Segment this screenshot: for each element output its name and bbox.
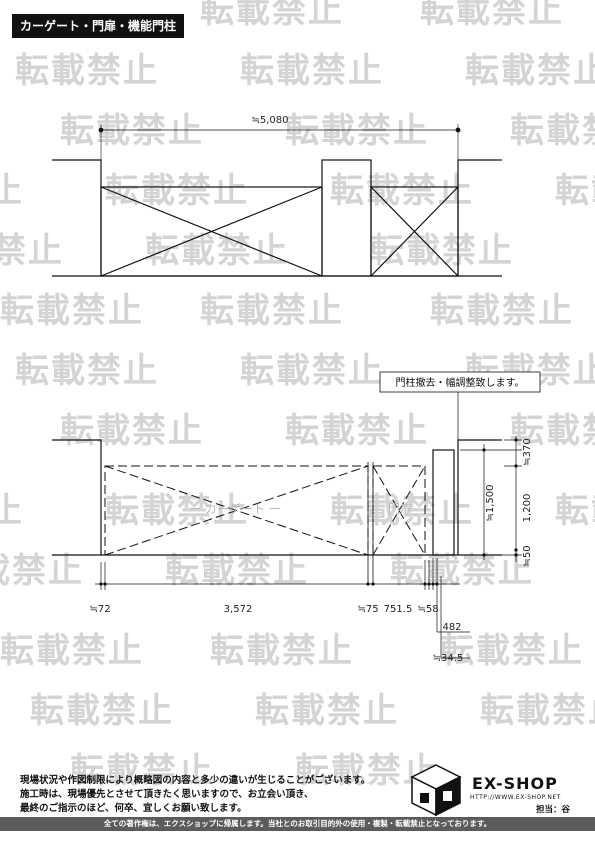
watermark-text: 転載禁止 bbox=[330, 491, 474, 531]
watermark-layer: 転載禁止 転載禁止 転載禁止 転載禁止 転載禁止 転載禁止 転載禁止 転載禁止 … bbox=[0, 0, 595, 791]
dim-1500: ≒1,500 bbox=[485, 484, 496, 521]
watermark-text: 転載禁止 bbox=[240, 351, 384, 391]
copyright-footer: 全ての著作権は、エクスショップに帰属します。当社とのお取引目的外の使用・複製・転… bbox=[0, 817, 595, 831]
dim-overall: ≒5,080 bbox=[251, 115, 288, 126]
top-elevation bbox=[52, 124, 502, 277]
ghost-label-door: 門扉 bbox=[388, 502, 412, 516]
watermark-text: 転載禁止 bbox=[15, 51, 159, 91]
watermark-text: 転載禁止 bbox=[390, 551, 534, 591]
dim-1200: 1,200 bbox=[522, 494, 533, 523]
watermark-text: 転載禁止 bbox=[0, 491, 24, 531]
watermark-text: 転載禁止 bbox=[70, 751, 214, 791]
watermark-text: 転載禁止 bbox=[0, 291, 144, 331]
watermark-text: 転載禁止 bbox=[330, 171, 474, 211]
watermark-text: 転載禁止 bbox=[555, 491, 595, 531]
watermark-text: 転載禁止 bbox=[0, 551, 84, 591]
watermark-text: 転載禁止 bbox=[210, 631, 354, 671]
watermark-text: 転載禁止 bbox=[420, 0, 564, 31]
watermark-text: 転載禁止 bbox=[430, 291, 574, 331]
dim-34-5: ≒34.5 bbox=[433, 653, 464, 664]
dim-482: 482 bbox=[442, 622, 461, 633]
watermark-text: 転載禁止 bbox=[0, 231, 64, 271]
watermark-text: 転載禁止 bbox=[60, 111, 204, 151]
section-title: カーゲート・門扉・機能門柱 bbox=[12, 14, 184, 38]
watermark-text: 転載禁止 bbox=[285, 411, 429, 451]
dim-72: ≒72 bbox=[89, 604, 110, 615]
watermark-text: 転載禁止 bbox=[240, 51, 384, 91]
gate-post bbox=[432, 449, 455, 556]
watermark-text: 転載禁止 bbox=[30, 691, 174, 731]
note-line: 施工時は、現場優先とさせて頂きたく思いますので、お立会い頂き、 bbox=[20, 789, 314, 800]
watermark-text: 転載禁止 bbox=[15, 351, 159, 391]
callout-box bbox=[379, 371, 541, 440]
dim-370: ≒370 bbox=[522, 438, 533, 465]
note-line: 現場状況や作図制限により概略図の内容と多少の違いが生じることがございます。 bbox=[20, 775, 371, 786]
ghost-label-cargate: ー カーゲート ー bbox=[189, 502, 281, 516]
watermark-text: 転載禁止 bbox=[285, 111, 429, 151]
watermark-text: 転載禁止 bbox=[465, 51, 595, 91]
note-line: 最終のご指示のほど、何卒、宜しくお願い致します。 bbox=[20, 803, 247, 814]
vertical-dims bbox=[460, 436, 522, 562]
watermark-text: 転載禁止 bbox=[480, 691, 595, 731]
horizontal-dims bbox=[95, 558, 470, 659]
watermark-text: 転載禁止 bbox=[370, 231, 514, 271]
brand-name: EX-SHOP bbox=[472, 774, 558, 793]
watermark-text: 転載禁止 bbox=[510, 111, 595, 151]
watermark-text: 転載禁止 bbox=[0, 171, 24, 211]
watermark-text: 転載禁止 bbox=[255, 691, 399, 731]
dim-50: ≒50 bbox=[522, 545, 533, 566]
watermark-text: 転載禁止 bbox=[165, 551, 309, 591]
watermark-text: 転載禁止 bbox=[200, 291, 344, 331]
dim-75: ≒75 bbox=[357, 604, 378, 615]
brand-url: HTTP://WWW.EX-SHOP.NET bbox=[470, 794, 561, 801]
watermark-text: 転載禁止 bbox=[440, 631, 584, 671]
exshop-logo-icon bbox=[410, 764, 462, 817]
watermark-text: 転載禁止 bbox=[200, 0, 344, 31]
callout-text: 門柱撤去・幅調整致します。 bbox=[396, 376, 525, 389]
left-pillar bbox=[52, 439, 102, 555]
watermark-text: 転載禁止 bbox=[555, 171, 595, 211]
dim-58: ≒58 bbox=[417, 604, 438, 615]
watermark-text: 転載禁止 bbox=[105, 491, 249, 531]
staff-label: 担当：谷 bbox=[536, 805, 571, 815]
watermark-text: 転載禁止 bbox=[510, 411, 595, 451]
watermark-text: 転載禁止 bbox=[105, 171, 249, 211]
watermark-text: 転載禁止 bbox=[60, 411, 204, 451]
bottom-elevation bbox=[52, 439, 502, 584]
watermark-text: 転載禁止 bbox=[0, 631, 144, 671]
dim-751-5: 751.5 bbox=[384, 604, 413, 615]
watermark-text: 転載禁止 bbox=[145, 231, 289, 271]
dim-3572: 3,572 bbox=[224, 604, 253, 615]
site-notes: 現場状況や作図制限により概略図の内容と多少の違いが生じることがございます。 施工… bbox=[20, 774, 370, 816]
